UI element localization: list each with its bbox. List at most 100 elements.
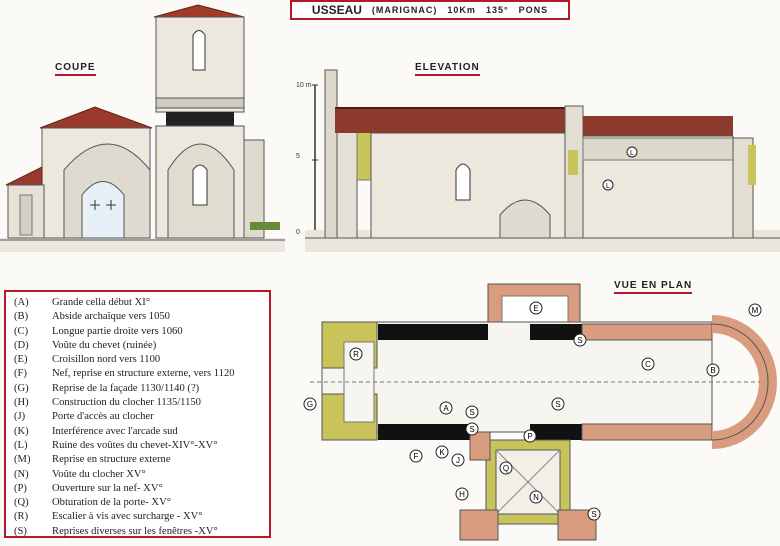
plan-marker-label: F bbox=[414, 452, 419, 461]
legend-item: (K)Interférence avec l'arcade sud bbox=[14, 425, 269, 439]
legend-text: Reprises diverses sur les fenêtres -XV° bbox=[52, 525, 218, 537]
legend-code: (M) bbox=[14, 454, 31, 466]
legend-text: Obturation de la porte- XV° bbox=[52, 497, 171, 509]
title-bearing: 135° bbox=[485, 5, 509, 15]
scale-mid-label: 5 bbox=[296, 153, 300, 160]
plan-marker-label: P bbox=[527, 432, 532, 441]
plan-marker-label: S bbox=[469, 425, 474, 434]
elevation-title: ELEVATION bbox=[415, 62, 480, 76]
plan-marker-label: J bbox=[456, 456, 460, 465]
plan-marker-circle bbox=[409, 449, 423, 463]
plan-marker-label: M bbox=[752, 306, 759, 315]
plan-marker-label: N bbox=[533, 493, 539, 502]
legend-text: Escalier à vis avec surcharge - XV° bbox=[52, 511, 203, 523]
legend-item: (D)Voûte du chevet (ruinée) bbox=[14, 339, 269, 353]
legend-text: Construction du clocher 1135/1150 bbox=[52, 397, 201, 409]
plan-marker-circle bbox=[551, 397, 565, 411]
plan-marker-circle bbox=[451, 453, 465, 467]
legend-text: Ouverture sur la nef- XV° bbox=[52, 482, 163, 494]
legend-text: Voûte du chevet (ruinée) bbox=[52, 339, 157, 351]
cella-arch bbox=[81, 181, 125, 239]
plan-marker-circle bbox=[455, 487, 469, 501]
plan-title: VUE EN PLAN bbox=[614, 280, 693, 294]
legend-item: (G) Reprise de la façade 1130/1140 (?) bbox=[14, 382, 269, 396]
plan-marker-label: B bbox=[710, 366, 715, 375]
plan-marker-label: E bbox=[533, 304, 538, 313]
legend-text: Ruine des voûtes du chevet-XIV°-XV° bbox=[52, 439, 218, 451]
plan-marker-circle bbox=[465, 405, 479, 419]
legend-code: (A) bbox=[14, 297, 29, 308]
plan-marker-circle bbox=[439, 401, 453, 415]
plan-marker-label: K bbox=[439, 448, 445, 457]
legend-item: (J)Porte d'accès au clocher bbox=[14, 410, 269, 424]
legend-code: (P) bbox=[14, 482, 27, 494]
coupe-drawing bbox=[0, 4, 285, 252]
plan-marker-circle bbox=[748, 303, 762, 317]
title-sub: (MARIGNAC) bbox=[371, 5, 438, 15]
legend-item: (A) Grande cella début XI° bbox=[14, 296, 269, 310]
north-wall bbox=[378, 324, 488, 340]
legend-text: Longue partie droite vers 1060 bbox=[52, 325, 183, 337]
title-place: USSEAU bbox=[311, 3, 362, 17]
legend-text: Interférence avec l'arcade sud bbox=[52, 425, 178, 437]
legend-item: (B) Abside archaïque vers 1050 bbox=[14, 310, 269, 324]
elevation-drawing: L L bbox=[305, 69, 780, 252]
tower-floor bbox=[166, 112, 234, 126]
legend-code: (R) bbox=[14, 511, 29, 523]
plan-marker-label: A bbox=[443, 404, 449, 413]
tower-window bbox=[192, 30, 206, 71]
legend-item: (H) Construction du clocher 1135/1150 bbox=[14, 396, 269, 410]
plan-marker-circle bbox=[435, 445, 449, 459]
scale-top-label: 10 m bbox=[296, 82, 312, 89]
nave-door bbox=[499, 199, 551, 239]
elevation-marker-l1: L bbox=[630, 150, 634, 157]
legend-box: (A) Grande cella début XI° (B) Abside archa… bbox=[4, 290, 271, 538]
plan-marker-circle bbox=[349, 347, 363, 361]
plan-marker-circle bbox=[529, 490, 543, 504]
plan-marker-circle bbox=[465, 422, 479, 436]
legend-code: (J) bbox=[14, 411, 26, 423]
legend-text: Abside archaïque vers 1050 bbox=[52, 311, 170, 323]
nave-roof bbox=[335, 108, 567, 133]
plan-marker-label: R bbox=[353, 350, 359, 359]
plan-marker-circle bbox=[641, 357, 655, 371]
legend-item: (N)Voûte du clocher XV° bbox=[14, 468, 269, 482]
plan-marker-label: S bbox=[591, 510, 596, 519]
legend-item: (F)Nef, reprise en structure externe, ve… bbox=[14, 367, 269, 381]
plan-marker-label: C bbox=[645, 360, 651, 369]
plan-marker-label: H bbox=[459, 490, 465, 499]
legend-item: (M)Reprise en structure externe bbox=[14, 453, 269, 467]
title-town: PONS bbox=[518, 5, 549, 15]
legend-item: (R) Escalier à vis avec surcharge - XV° bbox=[14, 510, 269, 524]
plan-marker-circle bbox=[587, 507, 601, 521]
choir-roof bbox=[583, 116, 733, 136]
title-banner: USSEAU (MARIGNAC) 10Km 135° PONS bbox=[290, 0, 570, 20]
plan-marker-circle bbox=[499, 461, 513, 475]
legend-item: (Q)Obturation de la porte- XV° bbox=[14, 496, 269, 510]
plan-marker-label: Q bbox=[503, 464, 509, 473]
elevation-marker-l2: L bbox=[606, 183, 610, 190]
plan-marker-label: S bbox=[577, 336, 582, 345]
plan-marker-circle bbox=[529, 301, 543, 315]
legend-code: (L) bbox=[14, 439, 28, 451]
legend-code: (B) bbox=[14, 311, 29, 323]
facade-ochre bbox=[356, 129, 372, 181]
legend-item: (C) Longue partie droite vers 1060 bbox=[14, 325, 269, 339]
coupe-title: COUPE bbox=[55, 62, 96, 76]
plan-marker-label: G bbox=[307, 400, 313, 409]
legend-item: (E)Croisillon nord vers 1100 bbox=[14, 353, 269, 367]
legend-code: (H) bbox=[14, 397, 29, 409]
legend-code: (G) bbox=[14, 382, 29, 394]
legend-item: (P) Ouverture sur la nef- XV° bbox=[14, 482, 269, 496]
legend-code: (S) bbox=[14, 525, 27, 537]
legend-code: (C) bbox=[14, 325, 29, 337]
legend-code: (F) bbox=[14, 368, 27, 380]
south-wall bbox=[378, 424, 476, 440]
legend-text: Reprise de la façade 1130/1140 (?) bbox=[52, 382, 200, 394]
legend-text: Voûte du clocher XV° bbox=[52, 468, 146, 480]
title-distance: 10Km bbox=[447, 5, 476, 15]
cella-roof bbox=[39, 106, 153, 129]
plan-marker-circle bbox=[573, 333, 587, 347]
legend-text: Grande cella début XI° bbox=[52, 297, 151, 308]
